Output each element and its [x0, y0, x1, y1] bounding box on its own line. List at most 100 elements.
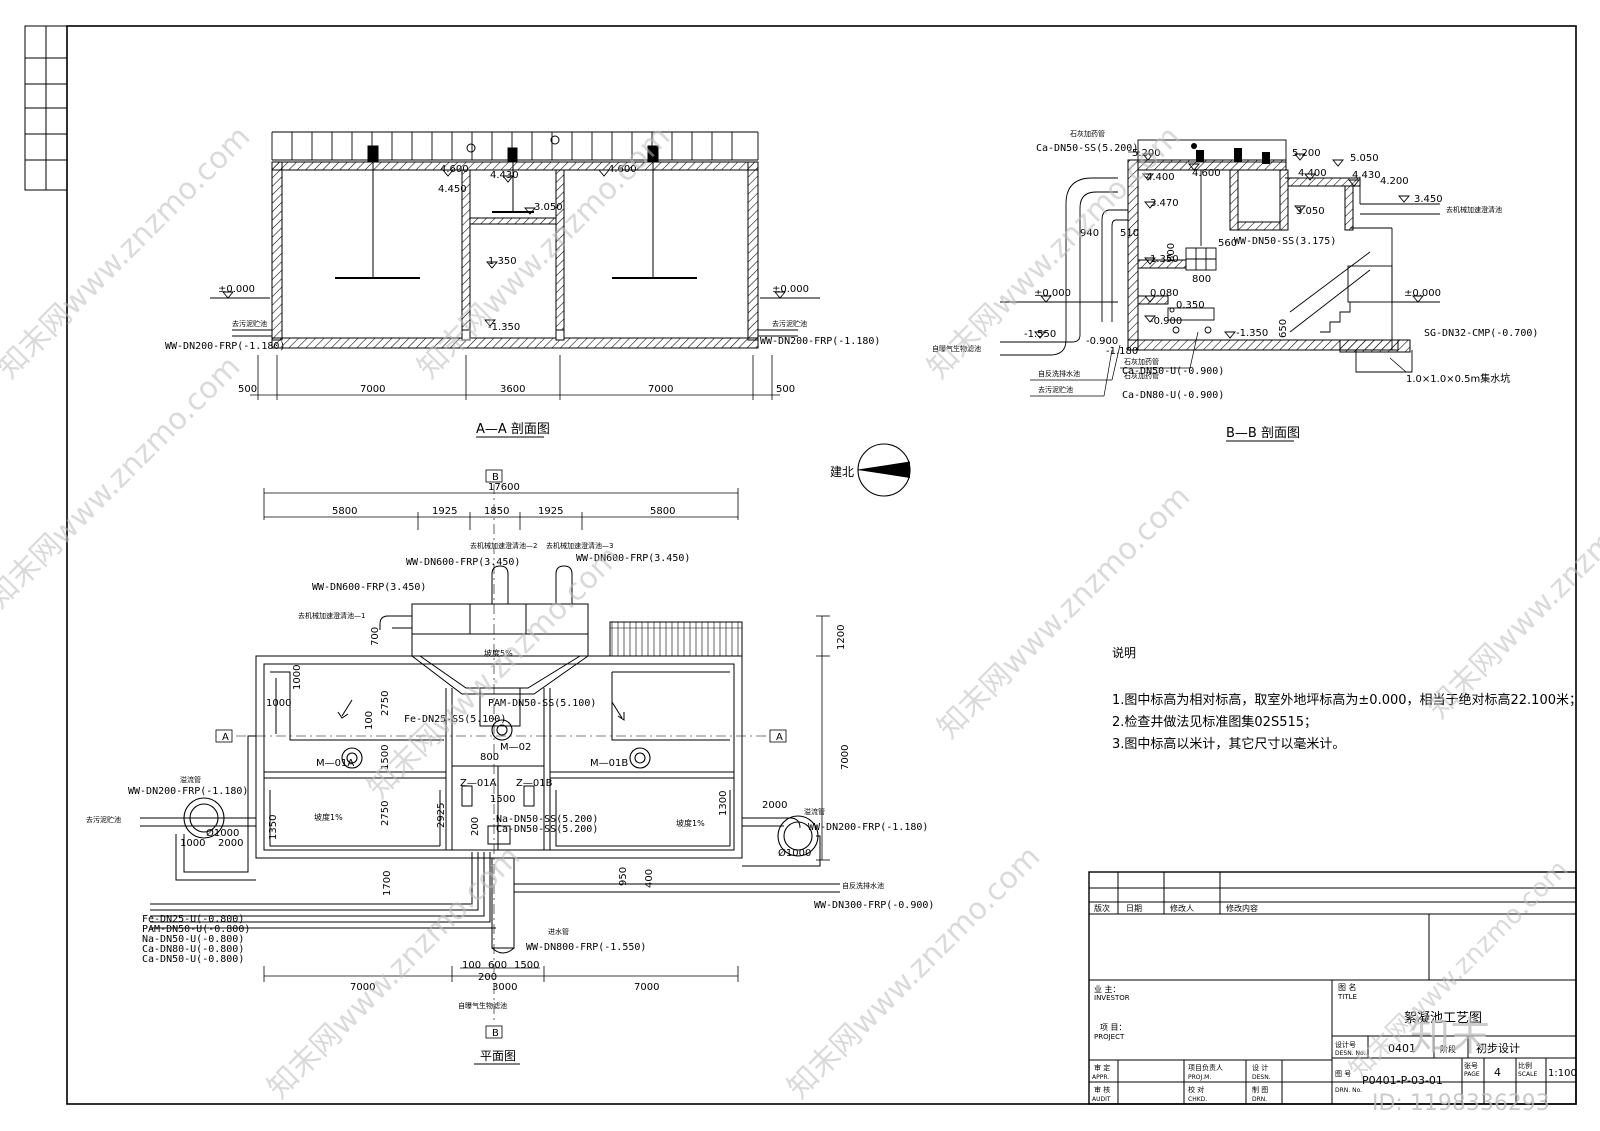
plan-d2925: 2925 [436, 803, 447, 828]
bb-l-lime3: 石灰加药管 [1124, 371, 1159, 380]
tb-scale-cn: 比例 [1518, 1061, 1532, 1070]
aa-elev-m1350: -1.350 [488, 322, 520, 333]
bb-e3450: 3.450 [1414, 194, 1443, 205]
tb-rev-h0: 版次 [1094, 903, 1110, 913]
plan-bottom-dim-0: 7000 [350, 982, 375, 993]
plan-ca: Ca-DN50-SS(5.200) [496, 824, 598, 835]
plan-m01a: M—01A [316, 758, 354, 769]
plan-d800: 800 [480, 752, 499, 763]
bb-d800a: 800 [1166, 243, 1177, 262]
aa-dim-0: 500 [238, 384, 257, 395]
tb-drawing-title: 絮凝池工艺图 [1404, 1010, 1482, 1026]
tb-drn-cn: 制 图 [1252, 1085, 1268, 1094]
watermark-logo: 知末 [1410, 1014, 1490, 1060]
plan-return: 自反洗排水池 [842, 881, 884, 890]
watermark-layer: 知末网www.znzmo.com 知末网www.znzmo.com 知末网www… [0, 119, 1600, 1116]
bb-e0180: -1.180 [1106, 346, 1138, 357]
plan-phi2: Ø1000 [778, 847, 811, 859]
tb-rev-h2: 修改人 [1170, 903, 1194, 913]
plan-na: Na-DN50-SS(5.200) [496, 814, 598, 825]
bb-e5200b: 5.200 [1292, 148, 1321, 159]
bb-e1350n: -1.350 [1236, 328, 1268, 339]
bb-from-inlet: 自曝气生物滤池 [932, 344, 981, 353]
plan-pam: PAM-DN50-SS(5.100) [488, 698, 596, 709]
bb-d560: 560 [1218, 238, 1237, 249]
plan-top-dim-1: 1925 [432, 506, 457, 517]
bb-pipe-sg: SG-DN32-CMP(-0.700) [1424, 328, 1538, 339]
north-label: 建北 [830, 465, 854, 479]
plan-top-dim-3: 1925 [538, 506, 563, 517]
notes: 说明 1.图中标高为相对标高，取室外地坪标高为±0.000，相当于绝对标高22.… [1112, 645, 1582, 752]
plan-fe: Fe-DN25-SS(5.100) [404, 714, 506, 725]
plan-z01b: Z—01B [516, 778, 553, 789]
aa-elev-top-right: 4.600 [608, 164, 637, 175]
bb-pipe-ww: WW-DN50-SS(3.175) [1234, 236, 1336, 247]
section-bb: 石灰加药管 Ca-DN50-SS(5.200) 5.200 5.200 5.05… [932, 129, 1538, 442]
tb-projm-en: PROJ.M. [1188, 1074, 1211, 1081]
bb-e1550: -1.550 [1024, 329, 1056, 340]
tb-page-cn: 张号 [1464, 1061, 1478, 1070]
aa-elev-mid2: 4.450 [438, 184, 467, 195]
watermark-id: ID: 1198336293 [1372, 1091, 1550, 1116]
plan-from-inlet: 自曝气生物滤池 [458, 1001, 507, 1010]
plan-ww300: WW-DN300-FRP(-0.900) [814, 900, 934, 911]
plan-section-a-left: A [222, 732, 229, 743]
tb-appr-en: APPR. [1092, 1074, 1109, 1081]
bb-pipe-ca-top: Ca-DN50-SS(5.200) [1036, 143, 1138, 154]
plan-overflow-r: 溢流管 [804, 807, 825, 816]
bb-e0350: 0.350 [1176, 300, 1205, 311]
plan-section-a-right: A [776, 732, 783, 743]
plan-d1000a: 1000 [292, 665, 303, 690]
tb-drawing-no-cn: 图 号 [1335, 1070, 1351, 1078]
watermark-site-4: 知末网www.znzmo.com [0, 349, 247, 615]
tb-projm-cn: 项目负责人 [1188, 1063, 1223, 1072]
plan-d1000c: 1000 [180, 838, 205, 849]
aa-title: A—A 剖面图 [476, 422, 550, 437]
aa-dim-2: 3600 [500, 384, 525, 395]
bb-e4400a: 4.400 [1146, 172, 1175, 183]
plan-dosing-0: Fe-DN25-U(-0.800) [142, 914, 244, 925]
plan-section-b-bottom: B [492, 1028, 499, 1039]
tb-rev-h1: 日期 [1126, 904, 1142, 913]
plan-top-dim-4: 5800 [650, 506, 675, 517]
plan-view: B B A A 17600 5800 1925 1850 1925 5800 [86, 469, 934, 1065]
aa-label-left: 去污泥贮池 [232, 319, 267, 328]
plan-m01b: M—01B [590, 758, 628, 769]
title-block-text: 版次 日期 修改人 修改内容 业 主： INVESTOR 项 目： PROJEC… [1092, 903, 1577, 1103]
plan-d1000b: 1000 [266, 698, 291, 709]
tb-investor-cn: 业 主： [1094, 984, 1121, 994]
bb-title: B—B 剖面图 [1226, 426, 1300, 441]
plan-pipe-600-2: WW-DN600-FRP(3.450) [576, 553, 690, 564]
bb-pipe-ca2: Ca-DN80-U(-0.900) [1122, 390, 1224, 401]
bb-e3050: 3.050 [1296, 206, 1325, 217]
plan-d700: 700 [370, 627, 381, 646]
aa-pipe-left: WW-DN200-FRP(-1.180) [165, 341, 285, 352]
plan-ww200-l: WW-DN200-FRP(-1.180) [128, 786, 248, 797]
plan-to-mech-3: 去机械加速澄清池—3 [546, 541, 613, 550]
tb-audit-en: AUDIT [1092, 1096, 1111, 1103]
bb-lbl-lime: 石灰加药管 [1070, 129, 1105, 138]
section-aa: 4.600 4.600 4.430 4.450 3.050 1.350 -1.3… [165, 131, 880, 438]
tb-audit-cn: 审 核 [1094, 1085, 1110, 1094]
watermark-site-7: 知末网www.znzmo.com [1421, 459, 1600, 725]
plan-dim-600: 600 [488, 960, 507, 971]
aa-dim-3: 7000 [648, 384, 673, 395]
plan-ww800: WW-DN800-FRP(-1.550) [526, 942, 646, 953]
tb-scale: 1:100 [1548, 1068, 1577, 1079]
bb-d510: 510 [1120, 228, 1139, 239]
plan-phi1: Ø1000 [206, 827, 239, 839]
aa-dim-1: 7000 [360, 384, 385, 395]
plan-to-mech-2: 去机械加速澄清池—2 [470, 541, 537, 550]
plan-pipe-600-1: WW-DN600-FRP(3.450) [406, 557, 520, 568]
tb-chkd-en: CHKD. [1188, 1096, 1207, 1103]
bb-d650: 650 [1278, 319, 1289, 338]
bb-e5050: 5.050 [1350, 153, 1379, 164]
bb-l-return: 自反洗排水池 [1038, 369, 1080, 378]
tb-desn-cn: 设 计 [1252, 1063, 1268, 1072]
tb-project-en: PROJECT [1094, 1033, 1125, 1041]
aa-label-right: 去污泥贮池 [772, 319, 807, 328]
plan-d950: 950 [618, 867, 629, 886]
plan-inlet: 进水管 [548, 927, 569, 936]
plan-section-b-top: B [492, 472, 499, 483]
plan-dosing-4: Ca-DN50-U(-0.800) [142, 954, 244, 965]
